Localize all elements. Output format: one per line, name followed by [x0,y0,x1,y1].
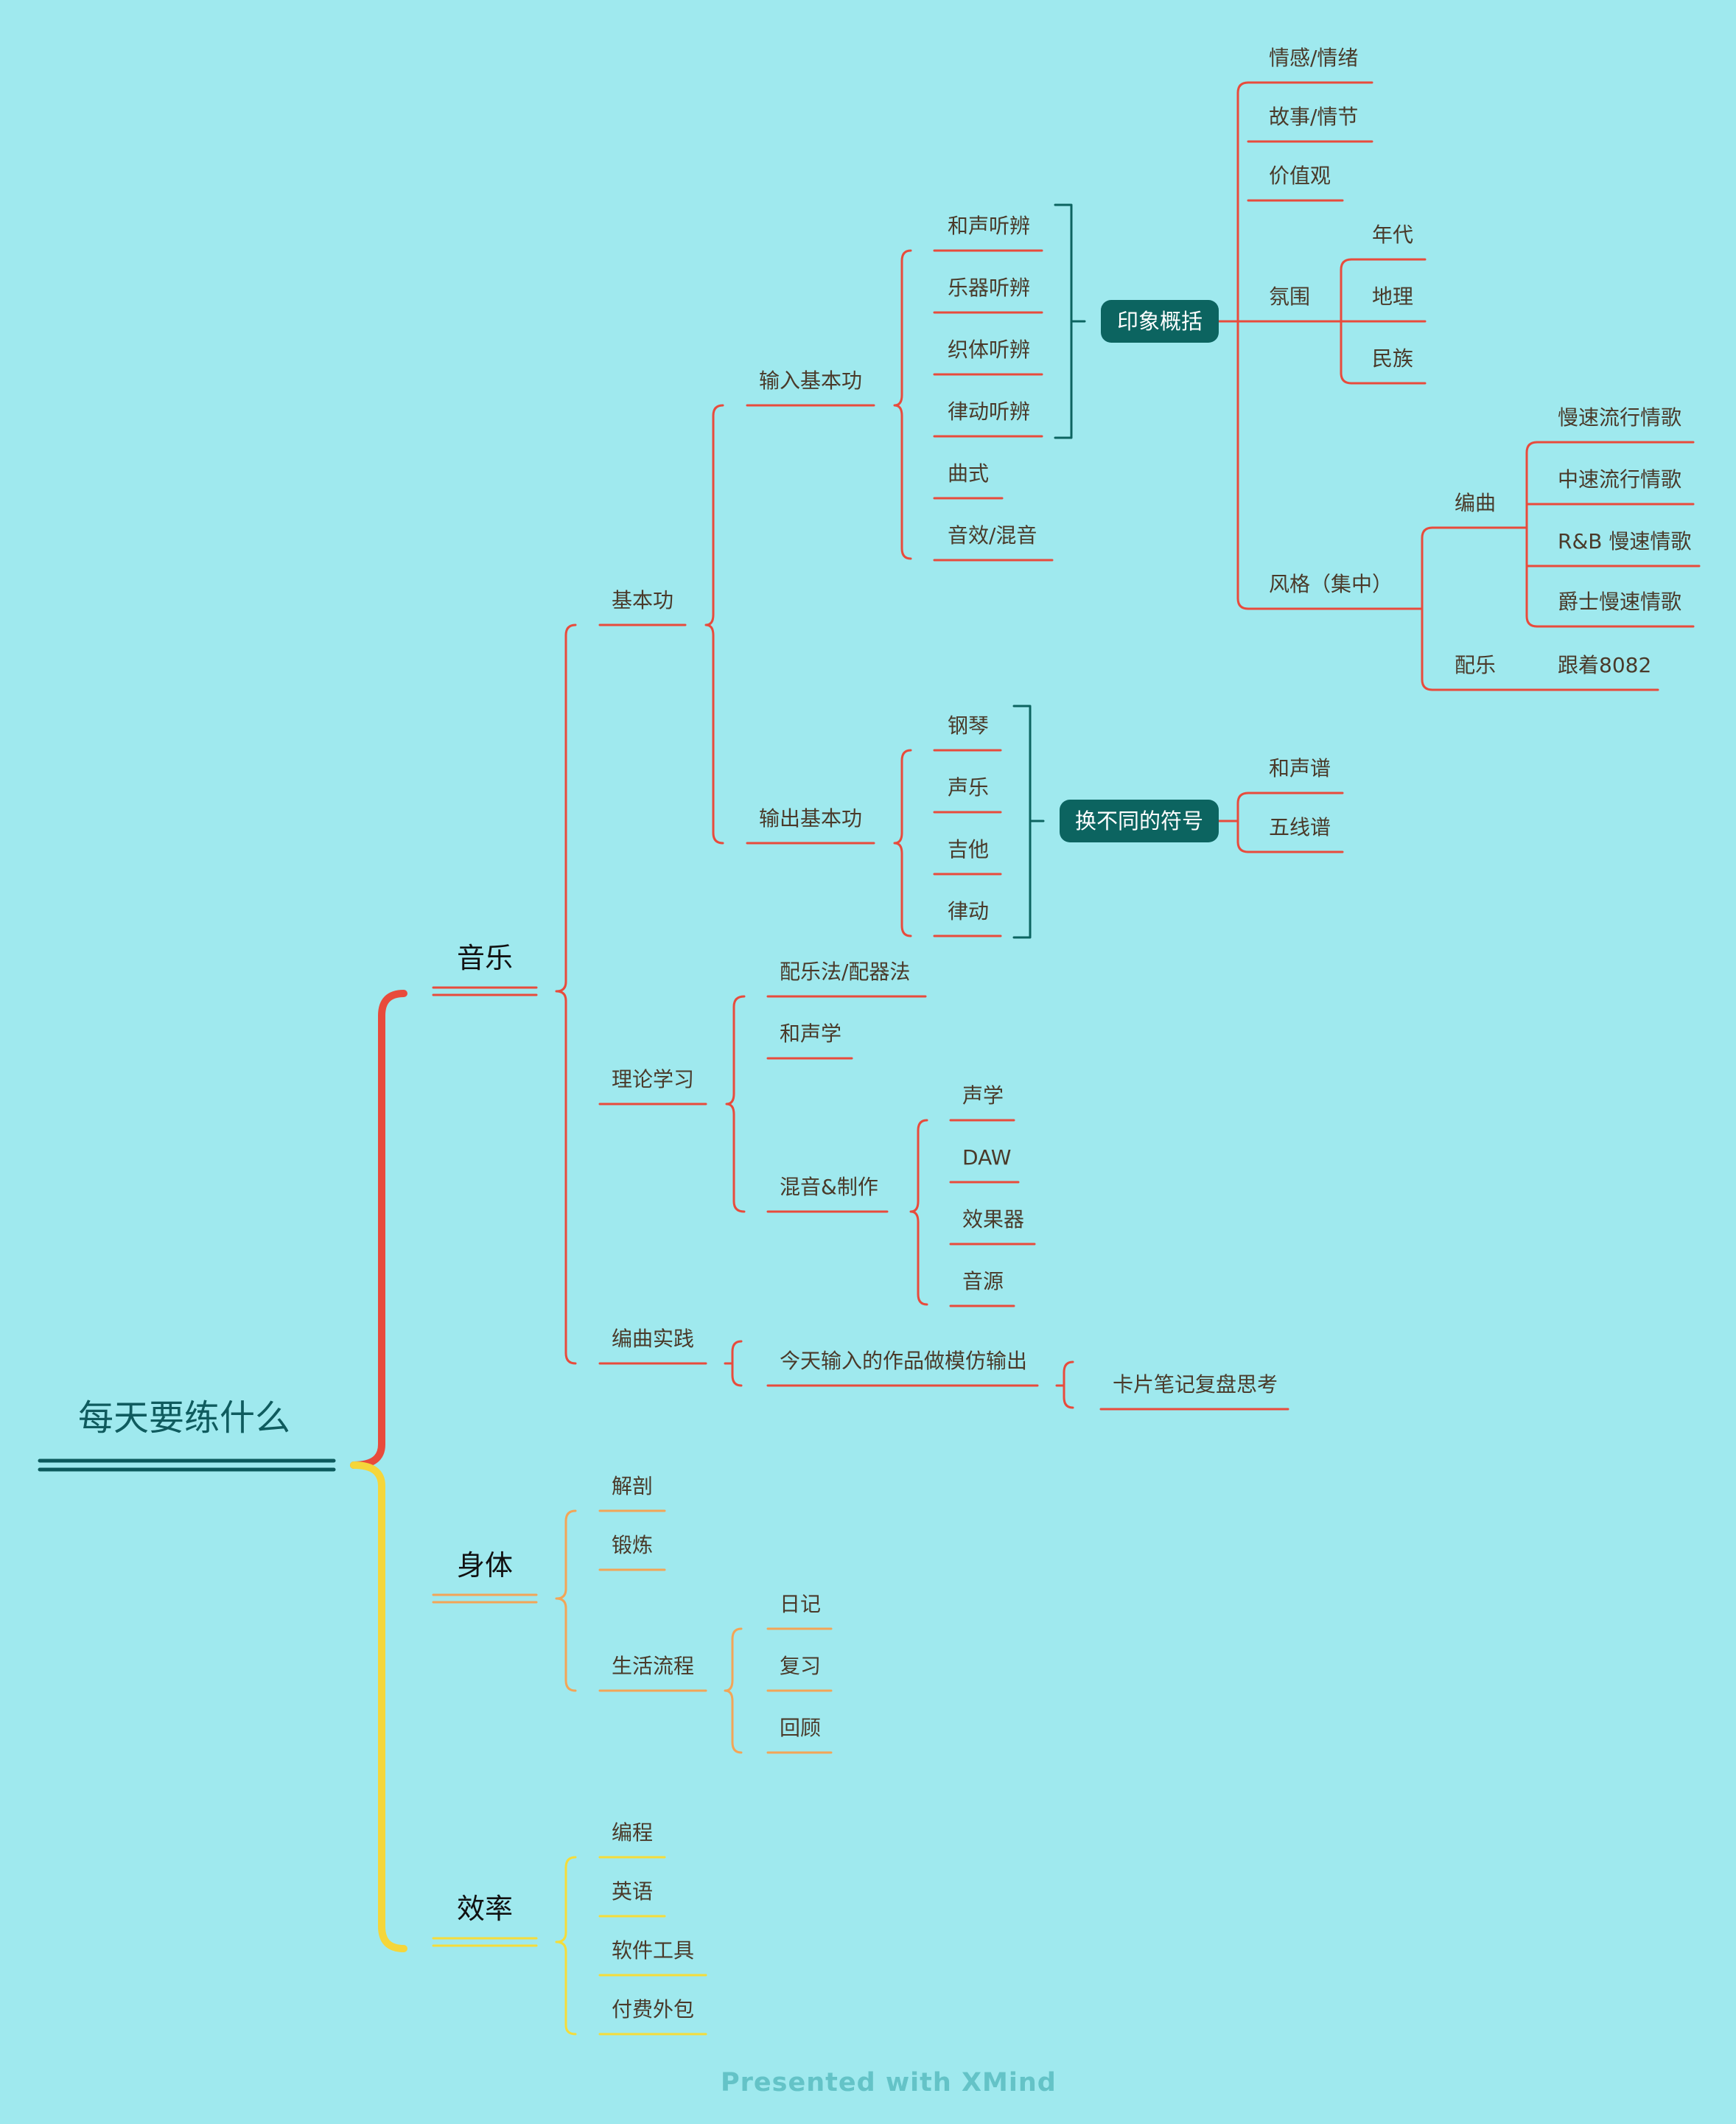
topic-input-item[interactable]: 律动听辨 [948,399,1031,424]
topic-orchestration[interactable]: 配乐法/配器法 [780,960,911,984]
topic-atmosphere[interactable]: 氛围 [1269,284,1311,309]
topic-life-process[interactable]: 生活流程 [612,1654,695,1678]
topic-output-item[interactable]: 律动 [948,899,990,923]
topic-theory[interactable]: 理论学习 [612,1067,695,1091]
topic-output-item[interactable]: 声乐 [948,775,990,800]
topic-mixing-item[interactable]: 效果器 [962,1207,1025,1232]
topic-atmosphere-item[interactable]: 地理 [1372,284,1414,309]
topic-life-item[interactable]: 日记 [780,1592,822,1616]
topic-arrange-item[interactable]: 爵士慢速情歌 [1558,590,1682,614]
topic-exercise[interactable]: 锻炼 [612,1533,654,1557]
topic-practice-item[interactable]: 今天输入的作品做模仿输出 [780,1349,1028,1373]
topic-efficiency-item[interactable]: 编程 [612,1820,654,1845]
topic-body[interactable]: 身体 [457,1549,514,1582]
topic-arrange-item[interactable]: 慢速流行情歌 [1558,405,1682,430]
main-brace-music [350,990,407,1469]
topic-input-item[interactable]: 乐器听辨 [948,276,1031,300]
root-underline [38,1458,336,1472]
topic-input-item[interactable]: 和声听辨 [948,214,1031,238]
topic-mixing[interactable]: 混音&制作 [780,1175,878,1199]
music-underline [432,986,538,996]
topic-output-basics[interactable]: 输出基本功 [759,806,863,831]
topic-life-item[interactable]: 复习 [780,1654,822,1678]
topic-practice-sub[interactable]: 卡片笔记复盘思考 [1113,1372,1278,1397]
topic-arrange[interactable]: 编曲 [1455,491,1497,515]
topic-harmony[interactable]: 和声学 [780,1021,842,1046]
topic-atmosphere-item[interactable]: 年代 [1372,223,1414,247]
topic-values[interactable]: 价值观 [1269,164,1331,188]
topic-arrange-item[interactable]: 中速流行情歌 [1558,467,1682,492]
topic-score-item[interactable]: 跟着8082 [1558,653,1652,677]
summary-impression[interactable]: 印象概括 [1101,300,1219,343]
efficiency-underline [432,1937,538,1947]
topic-input-item[interactable]: 曲式 [948,461,990,486]
topic-input-item[interactable]: 织体听辨 [948,338,1031,362]
topic-practice[interactable]: 编曲实践 [612,1327,695,1351]
topic-mixing-item[interactable]: 音源 [962,1269,1004,1293]
topic-output-item[interactable]: 吉他 [948,837,990,862]
body-underline [432,1593,538,1604]
topic-basics[interactable]: 基本功 [612,588,674,612]
topic-emotion[interactable]: 情感/情绪 [1269,46,1359,70]
topic-mixing-item[interactable]: 声学 [962,1083,1004,1108]
topic-style[interactable]: 风格（集中） [1269,572,1393,596]
topic-arrange-item[interactable]: R&B 慢速情歌 [1558,529,1692,553]
topic-input-basics[interactable]: 输入基本功 [759,368,863,393]
topic-mixing-item[interactable]: DAW [962,1145,1012,1170]
topic-music[interactable]: 音乐 [457,942,514,974]
topic-life-item[interactable]: 回顾 [780,1716,822,1740]
topic-notation[interactable]: 五线谱 [1269,815,1331,839]
topic-input-item[interactable]: 音效/混音 [948,523,1037,548]
summary-symbols[interactable]: 换不同的符号 [1060,800,1219,842]
topic-anatomy[interactable]: 解剖 [612,1474,654,1498]
footer-credit: Presented with XMind [721,2068,1057,2097]
topic-efficiency-item[interactable]: 付费外包 [612,1997,695,2022]
topic-efficiency-item[interactable]: 软件工具 [612,1938,695,1963]
topic-story[interactable]: 故事/情节 [1269,105,1359,129]
topic-notation[interactable]: 和声谱 [1269,756,1331,780]
main-brace-lower [350,1461,407,1952]
topic-efficiency[interactable]: 效率 [457,1893,514,1925]
topic-score[interactable]: 配乐 [1455,653,1497,677]
topic-efficiency-item[interactable]: 英语 [612,1879,654,1904]
topic-output-item[interactable]: 钢琴 [948,713,990,738]
topic-atmosphere-item[interactable]: 民族 [1372,346,1414,371]
root-topic[interactable]: 每天要练什么 [78,1397,291,1439]
